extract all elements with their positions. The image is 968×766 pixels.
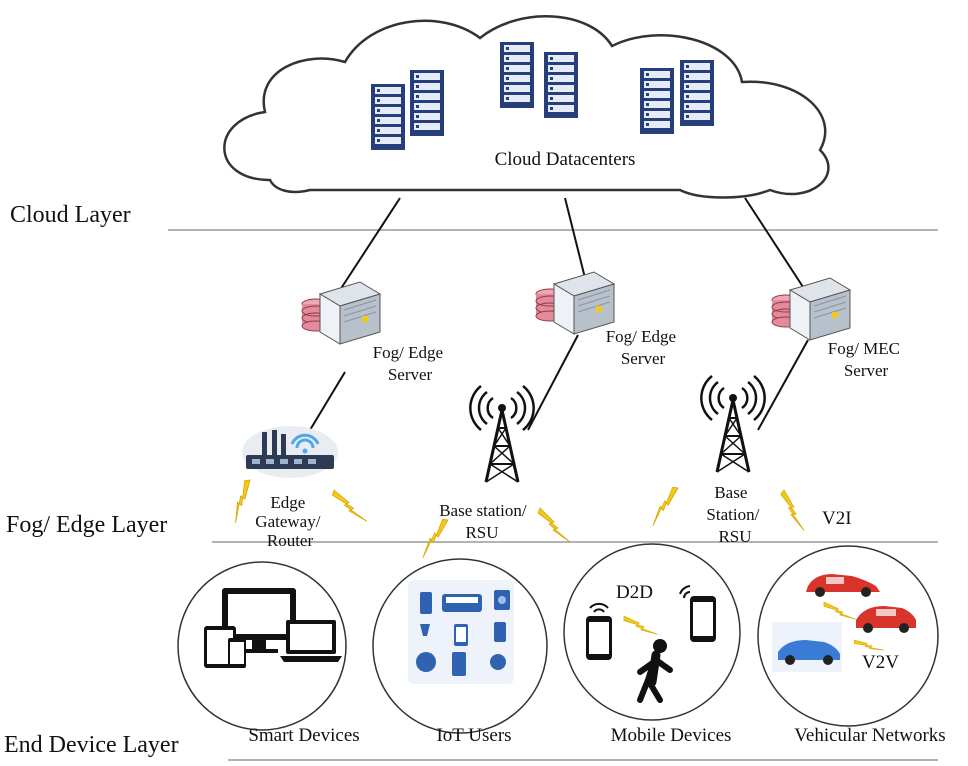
iot-devices-icon — [408, 580, 514, 684]
fog-edge-link — [757, 339, 809, 431]
fog-edge-link — [527, 334, 579, 431]
server-rack-icon — [500, 42, 534, 108]
lightning-icon — [772, 489, 814, 532]
cloud-layer-label: Cloud Layer — [10, 202, 131, 228]
server-rack-icon — [544, 52, 578, 118]
base-station-2-label: Base Station/ RSU — [706, 483, 763, 546]
smartphone-icon — [679, 585, 716, 642]
iot-users-label: IoT Users — [436, 725, 511, 746]
base-station-1-label: Base station/ RSU — [439, 501, 531, 542]
fog-edge-server-icon — [535, 271, 615, 335]
cell-tower-icon — [699, 374, 767, 474]
cloud-fog-link — [564, 197, 586, 279]
end-device-layer-label: End Device Layer — [4, 732, 179, 758]
laptop-icon — [280, 620, 342, 662]
cloud-fog-link — [744, 197, 806, 291]
server-rack-icon — [410, 70, 444, 136]
server-rack-icon — [640, 68, 674, 134]
lightning-icon — [644, 485, 687, 527]
fog-edge-server-icon — [301, 281, 381, 345]
vehicular-networks-label: Vehicular Networks — [794, 725, 945, 746]
smart-devices-label: Smart Devices — [248, 725, 359, 746]
edge-gateway-label: Edge Gateway/ Router — [255, 493, 324, 550]
lightning-icon — [537, 507, 571, 543]
fog-mec-server-icon — [771, 277, 851, 341]
vehicular-networks-circle — [757, 545, 939, 727]
fog-edge-link — [309, 371, 346, 431]
car-icon — [772, 622, 842, 672]
smartphone-icon — [228, 638, 246, 668]
cloud-datacenters-label: Cloud Datacenters — [495, 149, 636, 170]
cell-tower-icon — [468, 384, 536, 484]
lightning-icon — [414, 517, 457, 559]
lightning-icon — [331, 486, 368, 525]
router-icon — [242, 426, 338, 478]
car-icon — [856, 606, 916, 633]
fog-server-3-label: Fog/ MEC Server — [828, 339, 905, 380]
server-rack-icon — [680, 60, 714, 126]
mobile-devices-label: Mobile Devices — [611, 725, 732, 746]
car-icon — [806, 574, 880, 597]
server-rack-icon — [371, 84, 405, 150]
cloud-fog-link — [339, 197, 401, 291]
v2i-label: V2I — [822, 508, 852, 529]
v2v-label: V2V — [862, 652, 899, 673]
fog-server-1-label: Fog/ Edge Server — [373, 343, 448, 384]
walking-person-icon — [637, 639, 673, 703]
d2d-label: D2D — [616, 582, 653, 603]
fog-server-2-label: Fog/ Edge Server — [606, 327, 681, 368]
smartphone-icon — [586, 602, 612, 660]
fog-edge-layer-label: Fog/ Edge Layer — [6, 512, 167, 538]
monitor-icon — [222, 588, 296, 653]
